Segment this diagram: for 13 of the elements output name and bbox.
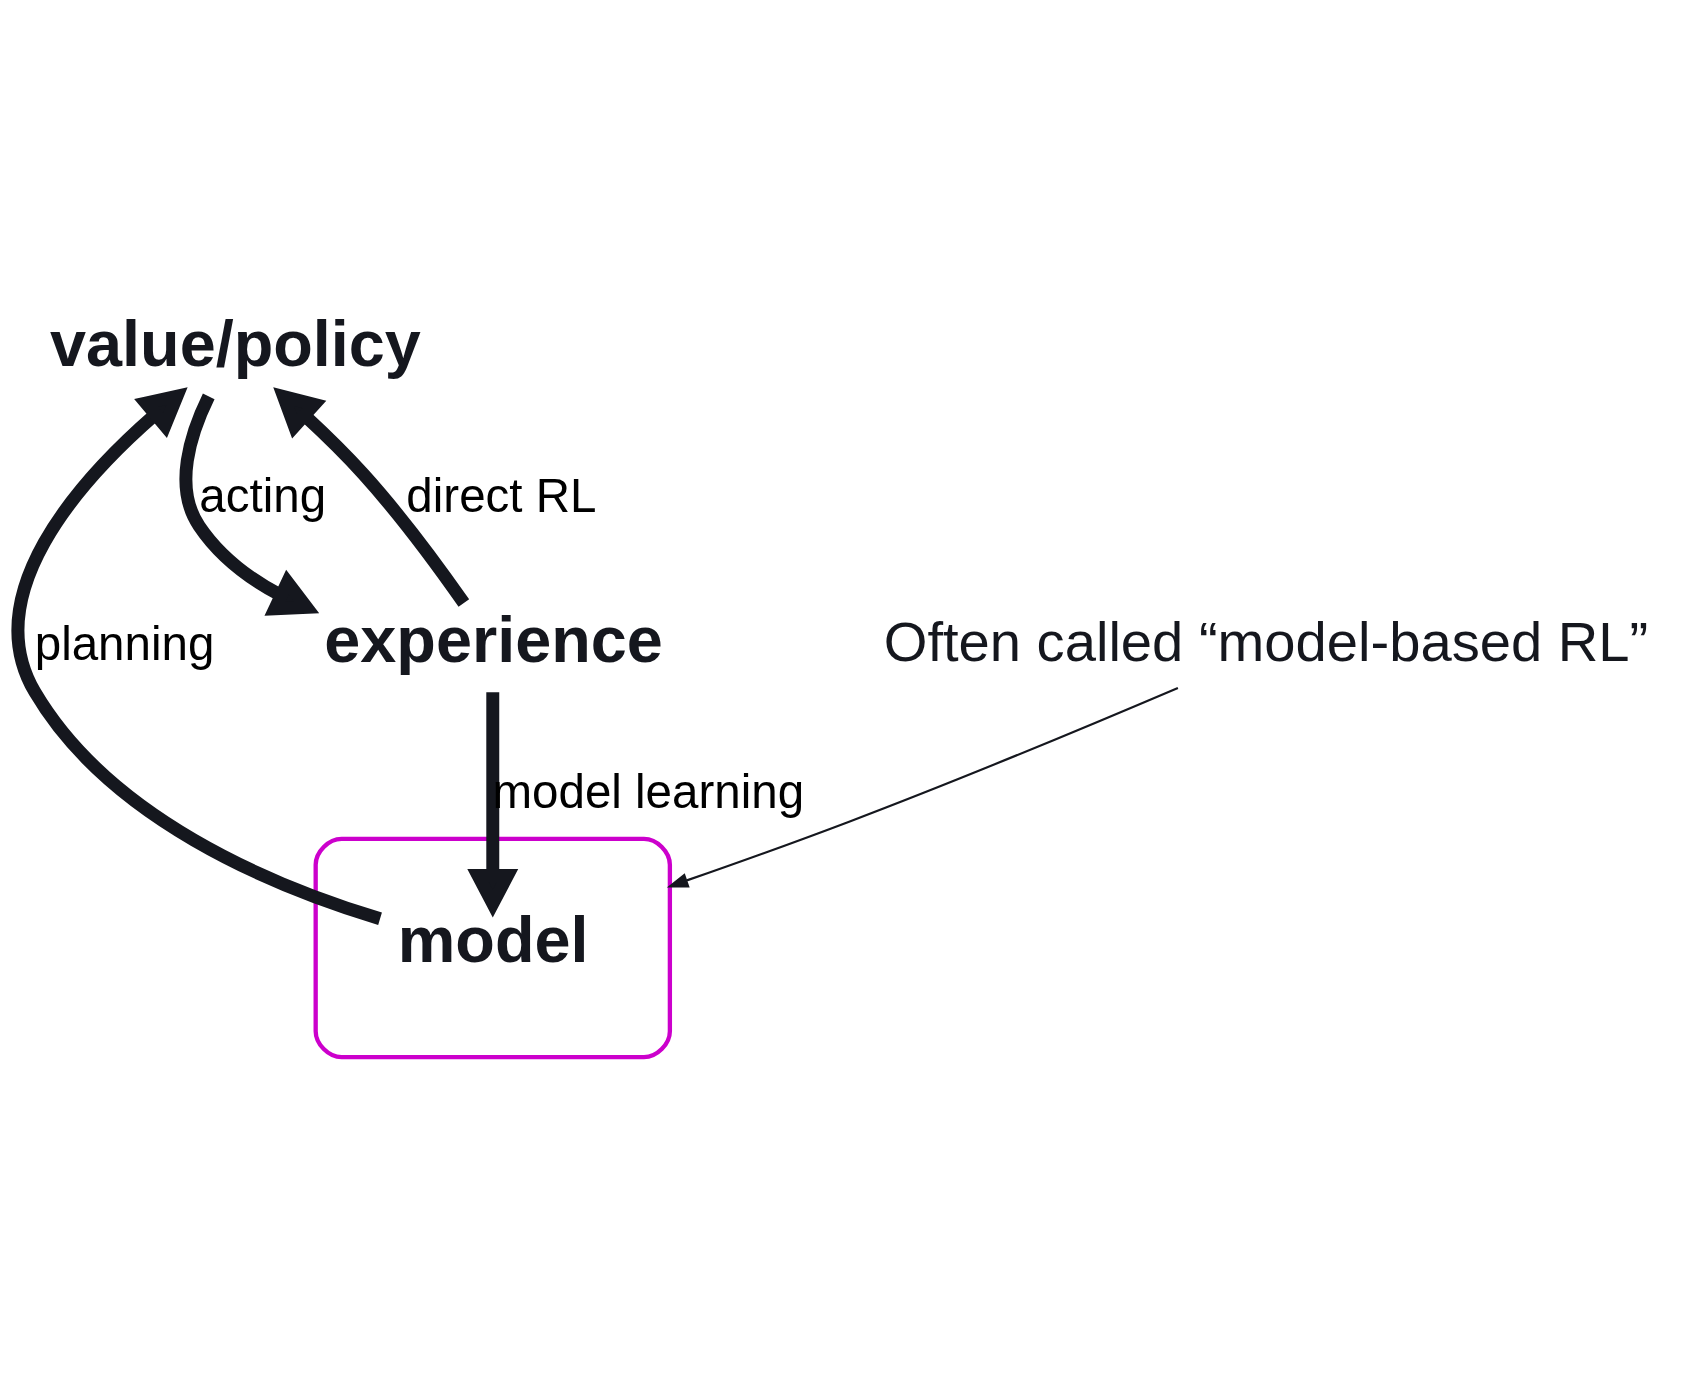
edge-label: planning — [34, 616, 215, 670]
arrow — [666, 686, 1179, 887]
arrow — [179, 393, 320, 616]
arrow — [273, 386, 470, 607]
cluster — [313, 836, 673, 1059]
node-text: experience — [324, 602, 663, 676]
edge-label: acting — [199, 468, 327, 522]
node-text: model — [397, 902, 589, 976]
node-text: Often called “model-based RL” — [883, 609, 1649, 673]
arrow — [467, 691, 519, 917]
edge-label: direct RL — [406, 468, 597, 522]
node-text: value/policy — [50, 306, 421, 380]
arrow — [12, 386, 382, 925]
